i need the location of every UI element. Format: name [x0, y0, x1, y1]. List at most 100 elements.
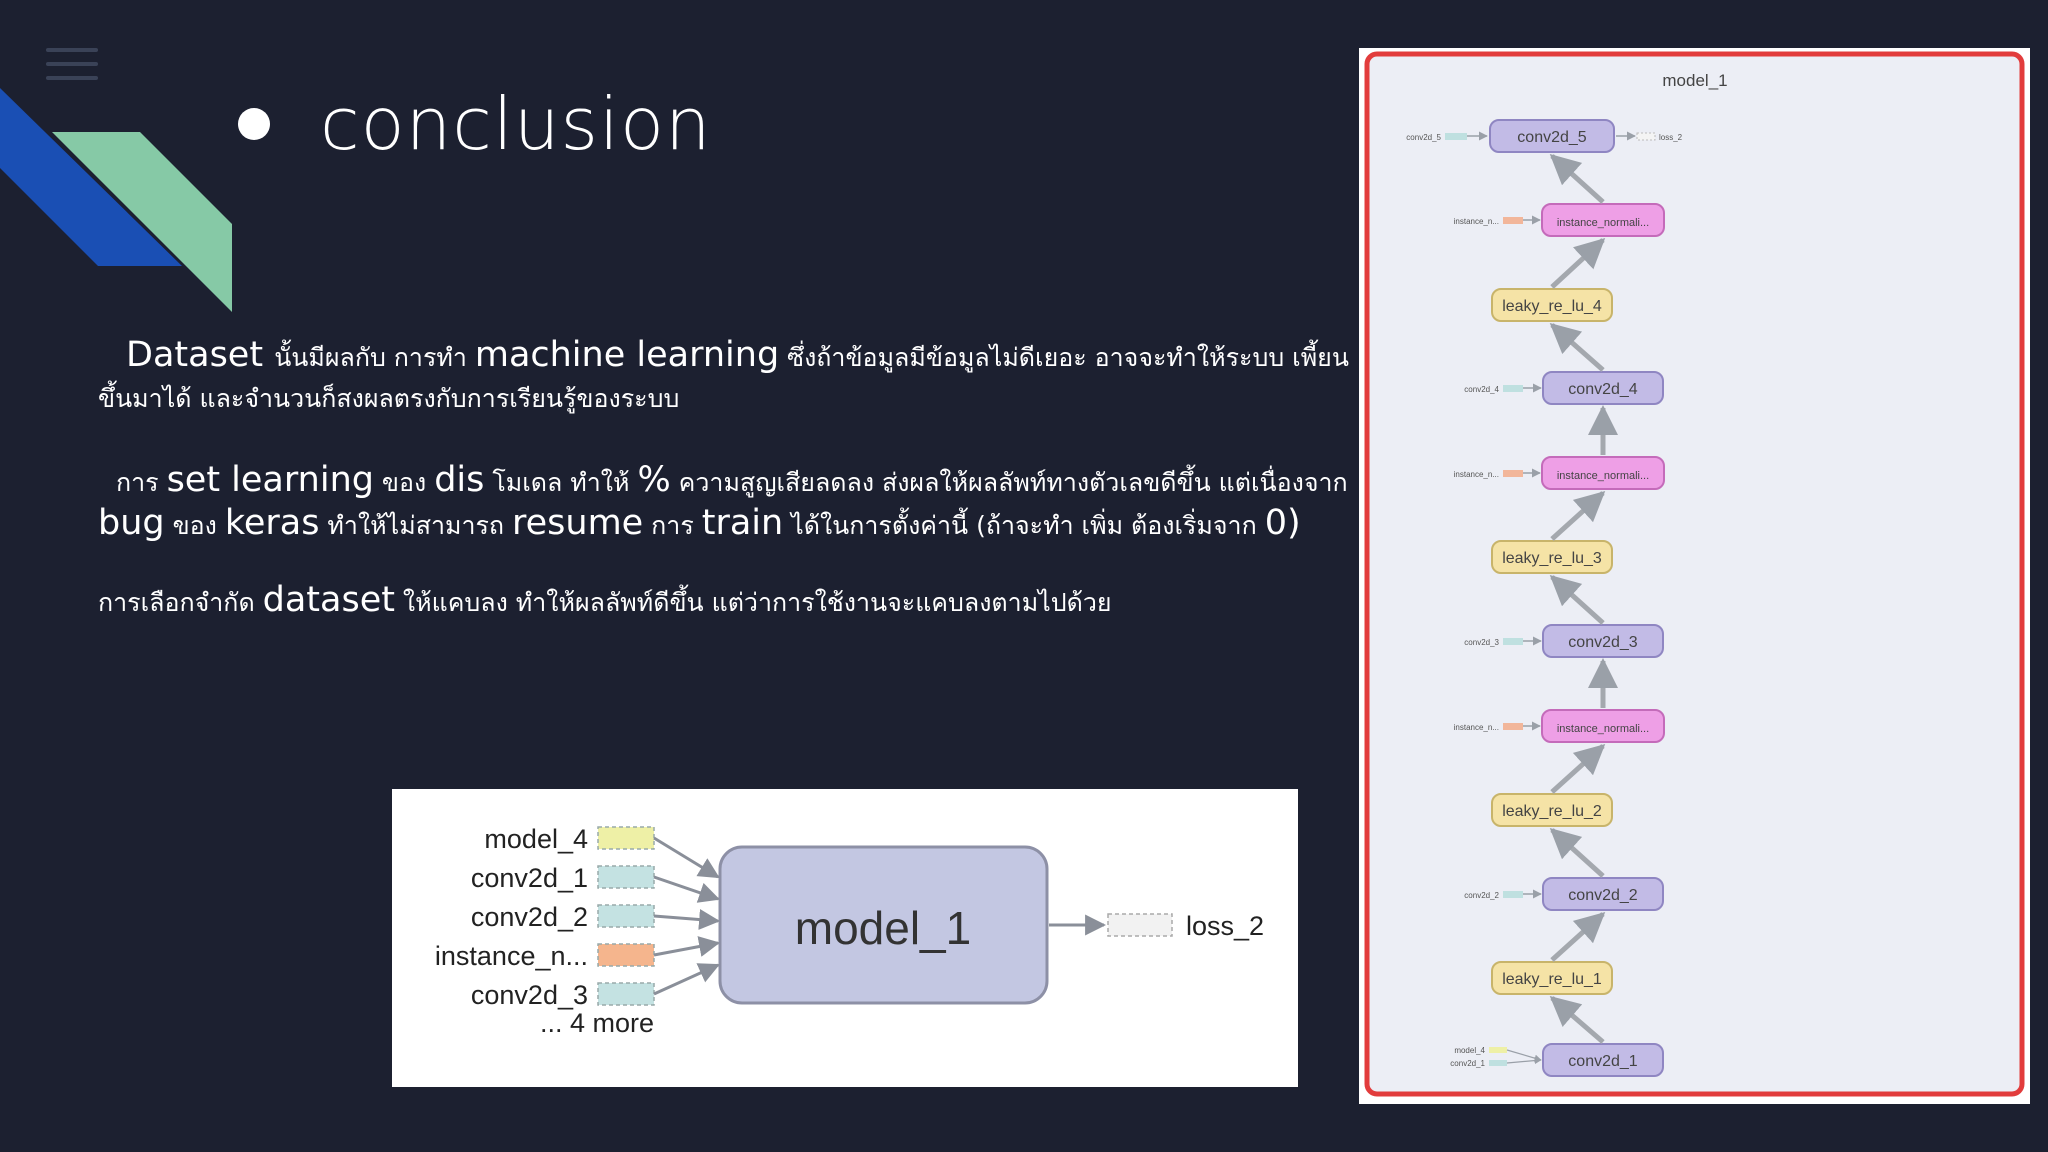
- text-run: keras: [224, 503, 320, 543]
- graph-bottom-input-label: conv2d_1: [1450, 1059, 1485, 1068]
- graph-side-input-box: [1503, 723, 1523, 730]
- small-graph-input-label: model_4: [484, 824, 588, 854]
- graph-side-input-label: conv2d_2: [1464, 891, 1499, 900]
- text-run: bug: [98, 503, 165, 543]
- graph-side-input-label: instance_n...: [1454, 217, 1499, 226]
- text-run: ทำให้ไม่สามารถ: [319, 511, 513, 540]
- paragraph-2-line-1-text: การ set learning ของ dis โมเดล ทำให้ % ค…: [116, 460, 1348, 500]
- graph-side-input-label: instance_n...: [1454, 470, 1499, 479]
- graph-node: [1542, 877, 1664, 911]
- paragraph-1-line-2: ขึ้นมาได้ และจำนวนก็สงผลตรงกับการเรียนรู…: [98, 384, 680, 413]
- paragraph-1-line-1-text: Dataset นั้นมีผลกับ การทำ machine learni…: [126, 335, 1349, 375]
- graph-node: [1542, 1043, 1664, 1077]
- graph-bottom-input-box: [1489, 1060, 1507, 1066]
- text-run: ให้แคบลง ทำให้ผลลัพท์ดีขึ้น แต่ว่าการใช้…: [394, 588, 1112, 617]
- graph-output-label: loss_2: [1659, 133, 1683, 142]
- small-graph-output-box: [1107, 913, 1173, 937]
- graph-node-label: instance_normali...: [1557, 470, 1649, 482]
- model-1-node-label: model_1: [795, 902, 971, 954]
- small-graph-edge: [653, 936, 721, 957]
- graph-node: [1541, 456, 1665, 490]
- graph-node: [1491, 961, 1613, 995]
- small-graph-input-box: [597, 943, 655, 967]
- graph-title: model_1: [1662, 71, 1727, 90]
- small-graph-input-box: [597, 865, 655, 889]
- paragraph-2: การ set learning ของ dis โมเดล ทำให้ % ค…: [98, 460, 1348, 546]
- text-run: ความสูญเสียลดลง ส่งผลให้ผลลัพท์ทางตัวเลข…: [670, 468, 1348, 497]
- small-graph-input-box: [597, 826, 655, 850]
- graph-edge: [1550, 490, 1606, 541]
- text-run: resume: [512, 503, 644, 543]
- graph-edge: [1549, 153, 1605, 204]
- text-run: การ: [116, 468, 167, 497]
- text-run: set learning: [166, 460, 374, 500]
- graph-node-label: leaky_re_lu_4: [1502, 298, 1602, 315]
- graph-node-label: conv2d_3: [1568, 634, 1637, 651]
- paragraph-1-line-1: Dataset นั้นมีผลกับ การทำ machine learni…: [98, 335, 1349, 378]
- paragraph-3: การเลือกจำกัด dataset ให้แคบลง ทำให้ผลลั…: [98, 580, 1112, 623]
- text-run: นั้นมีผลกับ การทำ: [274, 343, 475, 372]
- text-run: dis: [434, 460, 485, 500]
- graph-edge: [1549, 827, 1605, 878]
- graph-node: [1491, 288, 1613, 322]
- graph-bottom-input-box: [1489, 1047, 1507, 1053]
- page-title: conclusion: [320, 82, 712, 166]
- graph-node-label: leaky_re_lu_2: [1502, 803, 1602, 820]
- graph-side-input-box: [1503, 638, 1523, 645]
- graph-node-label: leaky_re_lu_3: [1502, 550, 1602, 567]
- graph-node: [1491, 540, 1613, 574]
- paragraph-3-line-1-text: การเลือกจำกัด dataset ให้แคบลง ทำให้ผลลั…: [98, 580, 1112, 620]
- text-run: การ: [643, 511, 702, 540]
- small-graph-input-label: conv2d_2: [471, 902, 588, 932]
- graph-top-input-label: conv2d_5: [1406, 133, 1441, 142]
- graph-side-input-box: [1503, 891, 1523, 898]
- text-run: machine learning: [474, 335, 780, 375]
- graph-edge: [1549, 574, 1605, 625]
- text-run: ของ: [164, 511, 225, 540]
- paragraph-2-line-2-text: bug ของ keras ทำให้ไม่สามารถ resume การ …: [98, 503, 1301, 543]
- graph-edge: [1550, 743, 1606, 794]
- graph-node: [1542, 624, 1664, 658]
- small-graph-edge: [653, 836, 720, 879]
- graph-edge: [1550, 911, 1606, 962]
- graph-node-label: instance_normali...: [1557, 723, 1649, 735]
- text-run: ของ: [373, 468, 435, 497]
- text-run: Dataset: [126, 335, 275, 375]
- graph-node-label: instance_normali...: [1557, 217, 1649, 229]
- model-summary-graph: model_1model_4conv2d_1conv2d_2instance_n…: [435, 824, 1264, 1038]
- slide-title-row: conclusion: [238, 82, 712, 166]
- paragraph-2-line-2: bug ของ keras ทำให้ไม่สามารถ resume การ …: [98, 503, 1348, 546]
- small-graph-input-label: instance_n...: [435, 941, 588, 971]
- small-graph-edge: [653, 909, 721, 930]
- graph-node-label: conv2d_1: [1568, 1053, 1637, 1070]
- small-graph-edge: [653, 963, 720, 996]
- graph-node: [1489, 119, 1615, 153]
- menu-icon[interactable]: [46, 48, 98, 84]
- small-graph-input-label: conv2d_3: [471, 980, 588, 1010]
- graph-edge: [1549, 996, 1605, 1044]
- graph-node: [1491, 793, 1613, 827]
- graph-side-input-box: [1503, 217, 1523, 224]
- text-run: ซึ่งถ้าข้อมูลมีข้อมูลไม่ดีเยอะ อาจจะทำให…: [779, 343, 1349, 372]
- graph-frame: [1364, 51, 2025, 1097]
- graph-node: [1541, 203, 1665, 237]
- text-run: dataset: [262, 580, 395, 620]
- decorative-stripes: [0, 88, 232, 312]
- graph-side-input-label: instance_n...: [1454, 723, 1499, 732]
- graph-node-label: conv2d_2: [1568, 887, 1637, 904]
- small-graph-input-box: [597, 904, 655, 928]
- graph-output-box: [1636, 132, 1656, 141]
- graph-edge: [1550, 237, 1606, 289]
- text-run: %: [637, 460, 671, 500]
- graph-side-input-box: [1503, 385, 1523, 392]
- paragraph-1: Dataset นั้นมีผลกับ การทำ machine learni…: [98, 335, 1349, 419]
- small-graph-more-label: ... 4 more: [540, 1008, 654, 1038]
- graph-bottom-edge: [1506, 1056, 1542, 1065]
- small-graph-input-box: [597, 982, 655, 1006]
- graph-node: [1542, 371, 1664, 405]
- text-run: 0): [1264, 503, 1301, 543]
- graph-side-input-box: [1503, 470, 1523, 477]
- graph-top-input-box: [1445, 133, 1467, 140]
